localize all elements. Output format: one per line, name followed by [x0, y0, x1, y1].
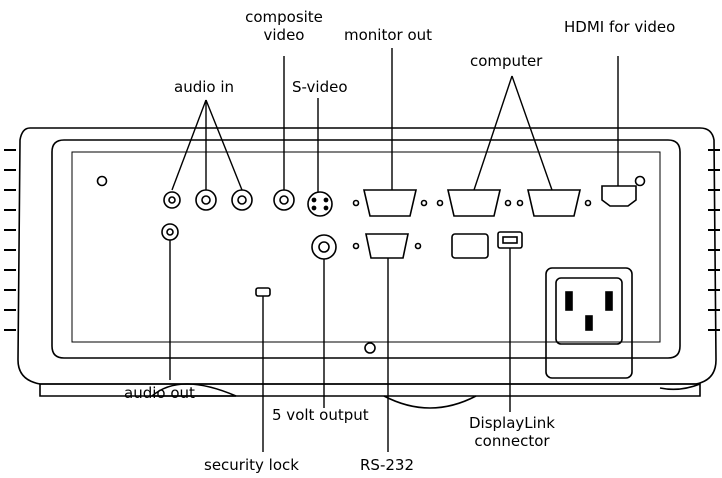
- hdmi-port: [601, 185, 637, 207]
- left-foot: [149, 383, 237, 397]
- screw: [96, 175, 108, 187]
- center-foot: [383, 395, 477, 409]
- hdmi-for-video-label: HDMI for video: [564, 18, 676, 36]
- left-vent: [4, 149, 16, 331]
- composite-video-line2: video: [263, 26, 305, 44]
- security-lock-slot: [255, 287, 271, 297]
- projector-base: [39, 383, 701, 397]
- screw: [634, 175, 646, 187]
- monitor-out-label: monitor out: [344, 26, 433, 44]
- computer-port-2: [526, 189, 582, 217]
- blank-plate: [451, 233, 489, 259]
- power-inlet-frame: [545, 267, 633, 379]
- composite-video-jack: [273, 189, 295, 211]
- audio-in-jack: [163, 191, 181, 209]
- displaylink-line1: DisplayLink: [468, 414, 555, 432]
- rs232-port: [365, 233, 409, 259]
- s-video-label: S-video: [292, 78, 348, 96]
- security-lock-label: security lock: [204, 456, 299, 474]
- s-video-port: [307, 191, 333, 217]
- projector-body: [17, 127, 717, 385]
- five-volt-jack: [311, 234, 337, 260]
- audio-in-label: audio in: [174, 78, 235, 96]
- audio-in-jack: [231, 189, 253, 211]
- five-volt-output-label: 5 volt output: [272, 406, 369, 424]
- audio-out-label: audio out: [124, 384, 195, 402]
- audio-in-jack: [195, 189, 217, 211]
- screw: [364, 342, 376, 354]
- audio-out-jack: [161, 223, 179, 241]
- rs232-label: RS-232: [360, 456, 414, 474]
- displaylink-line2: connector: [474, 432, 550, 450]
- right-foot: [659, 383, 701, 391]
- monitor-out-port: [362, 189, 418, 217]
- composite-video-label: composite video: [228, 8, 340, 44]
- displaylink-label: DisplayLink connector: [464, 414, 560, 450]
- displaylink-port: [497, 231, 523, 249]
- leader-audio-in: [171, 99, 207, 191]
- right-vent: [708, 149, 720, 331]
- connector-panel: [51, 139, 681, 359]
- composite-video-line1: composite: [245, 8, 323, 26]
- leader-computer: [473, 75, 513, 191]
- computer-port-1: [446, 189, 502, 217]
- power-inlet: [555, 277, 623, 345]
- computer-label: computer: [470, 52, 543, 70]
